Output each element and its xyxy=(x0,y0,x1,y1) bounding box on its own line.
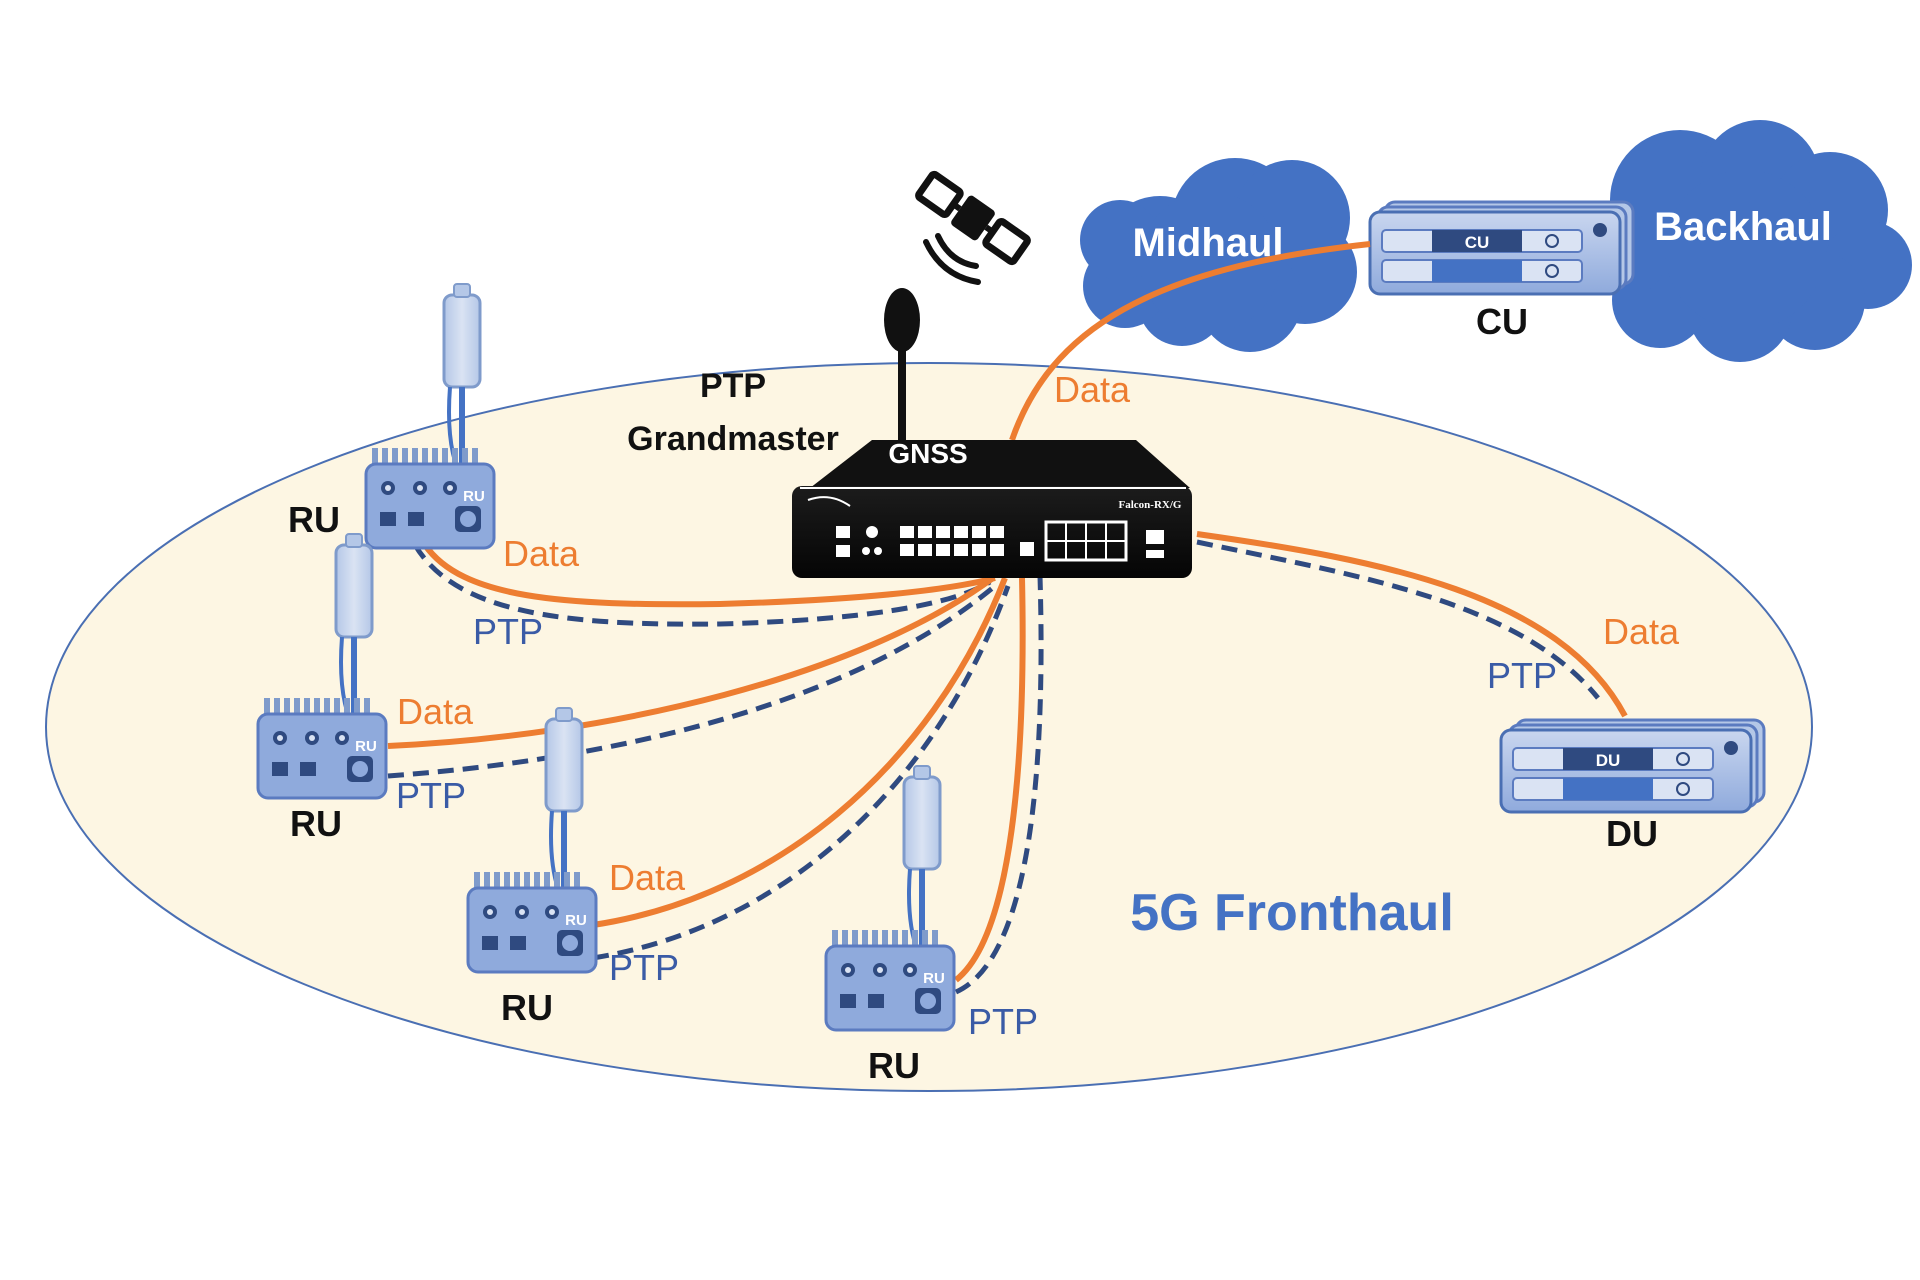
ru-label-1: RU xyxy=(288,499,340,540)
data-label-du: Data xyxy=(1603,611,1680,652)
du-label: DU xyxy=(1606,813,1658,854)
cu-server: CU xyxy=(1368,200,1635,296)
ru-badge: RU xyxy=(923,970,945,987)
data-link-ru-1 xyxy=(422,543,996,608)
cu-chassis-label: CU xyxy=(1465,233,1490,252)
ptp-link-ru-4 xyxy=(954,575,1044,995)
ptp-grandmaster-device: GNSS Falcon-RX/G xyxy=(792,438,1192,578)
backhaul-cloud: Backhaul xyxy=(1583,120,1912,362)
data-label-ru-2: Data xyxy=(397,691,474,732)
ru-badge: RU xyxy=(355,738,377,755)
ru-device-2: RU xyxy=(256,532,388,800)
ptp-label-ru-4: PTP xyxy=(968,1001,1038,1042)
backhaul-label: Backhaul xyxy=(1654,205,1832,249)
ptp-label-ru-2: PTP xyxy=(396,775,466,816)
data-link-ru-4 xyxy=(954,577,1026,983)
gnss-label: GNSS xyxy=(888,438,967,469)
ptp-label-ru-3: PTP xyxy=(609,947,679,988)
ru-device-4: RU xyxy=(824,764,956,1032)
data-link-midhaul xyxy=(1009,241,1371,441)
ru-device-1: RU xyxy=(364,282,496,550)
ru-device-3: RU xyxy=(466,706,598,974)
ru-label-4: RU xyxy=(868,1045,920,1086)
grandmaster-label-line2: Grandmaster xyxy=(627,420,839,458)
data-label-ru-3: Data xyxy=(609,857,686,898)
data-link-du xyxy=(1196,531,1628,718)
model-label: Falcon-RX/G xyxy=(1119,499,1182,511)
grandmaster-label-line1: PTP xyxy=(700,367,766,405)
ptp-label-ru-1: PTP xyxy=(473,611,543,652)
midhaul-label: Midhaul xyxy=(1132,221,1283,265)
ru-label-2: RU xyxy=(290,803,342,844)
midhaul-cloud: Midhaul xyxy=(1080,158,1357,352)
satellite-icon xyxy=(915,170,1031,285)
ptp-link-du xyxy=(1196,539,1600,700)
ru-badge: RU xyxy=(565,912,587,929)
data-link-ru-3 xyxy=(592,576,1008,928)
du-chassis-label: DU xyxy=(1596,751,1621,770)
fronthaul-label: 5G Fronthaul xyxy=(1130,884,1454,942)
cu-label: CU xyxy=(1476,301,1528,342)
ru-label-3: RU xyxy=(501,987,553,1028)
data-label-midhaul: Data xyxy=(1054,369,1131,410)
ptp-link-ru-2 xyxy=(387,584,997,779)
ru-badge: RU xyxy=(463,488,485,505)
ptp-link-ru-1 xyxy=(412,543,992,627)
data-link-ru-2 xyxy=(387,575,995,749)
du-server: DU xyxy=(1499,718,1766,814)
ptp-link-ru-3 xyxy=(592,585,1011,961)
data-label-ru-1: Data xyxy=(503,533,580,574)
gnss-antenna xyxy=(884,288,920,444)
ptp-label-du: PTP xyxy=(1487,655,1557,696)
